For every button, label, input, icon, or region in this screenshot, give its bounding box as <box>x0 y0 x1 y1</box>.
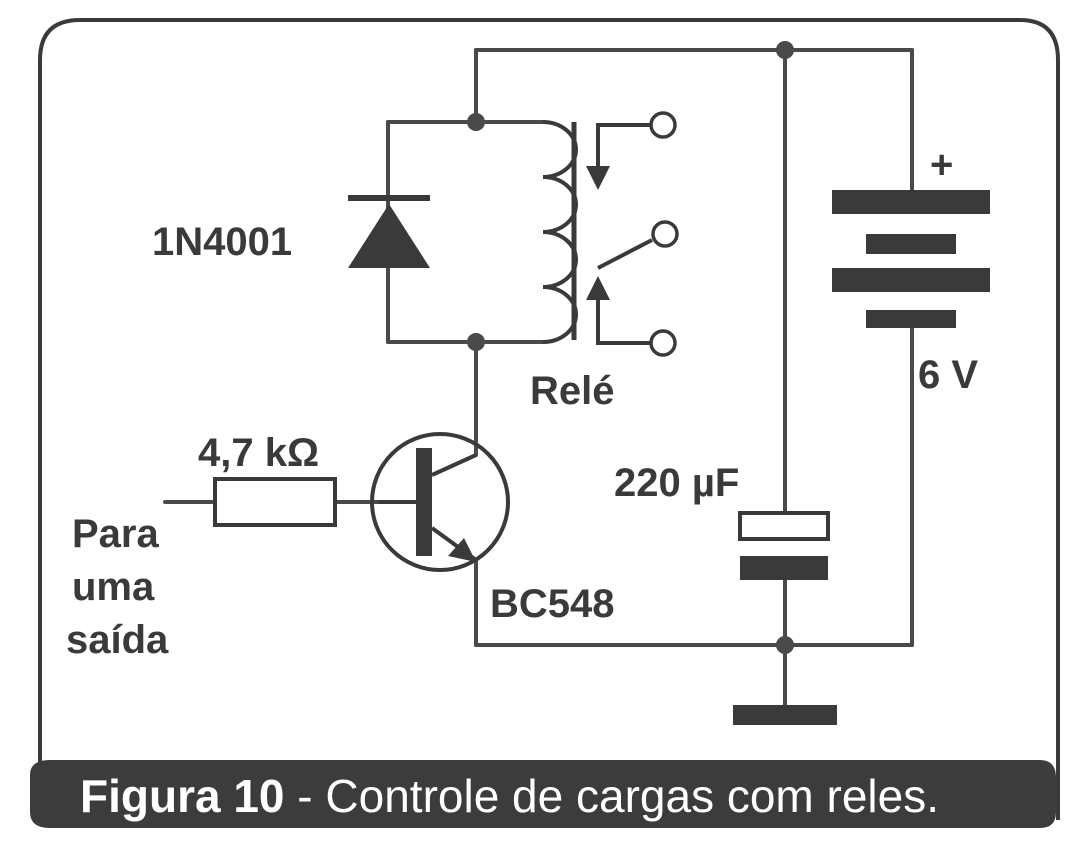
battery-plus-label: + <box>930 143 953 187</box>
battery-symbol <box>832 190 990 328</box>
resistor-label: 4,7 kΩ <box>198 431 319 475</box>
ground-symbol <box>733 705 837 725</box>
contact-terminal-no <box>649 329 677 357</box>
caption-bar: Figura 10 - Controle de cargas com reles… <box>30 760 1056 828</box>
capacitor-label: 220 µF <box>614 461 739 505</box>
resistor-symbol <box>213 477 337 527</box>
contact-arrow-down <box>586 166 610 190</box>
transistor-label: BC548 <box>490 582 615 626</box>
relay-coil <box>542 120 578 344</box>
contact-terminal-common <box>651 220 679 248</box>
caption-text: Figura 10 - Controle de cargas com reles… <box>80 770 939 822</box>
figure-frame <box>38 18 1060 820</box>
junction-dot <box>467 113 485 131</box>
caption-description: Controle de cargas com reles. <box>325 770 939 822</box>
transistor-symbol <box>370 432 510 572</box>
junction-dot <box>776 41 794 59</box>
relay-contacts <box>596 123 653 345</box>
battery-voltage-label: 6 V <box>918 353 978 397</box>
diode-label: 1N4001 <box>152 220 292 264</box>
junction-dot <box>776 636 794 654</box>
contact-arrow-up <box>586 276 610 300</box>
capacitor-symbol <box>738 511 830 580</box>
relay-label: Relé <box>530 369 615 413</box>
input-label-line3: saída <box>66 618 169 662</box>
input-label-line2: uma <box>72 565 155 609</box>
caption-figure-number: Figura 10 <box>80 770 285 822</box>
diode-symbol <box>348 195 430 268</box>
caption-separator: - <box>285 770 326 822</box>
contact-terminal-nc <box>649 111 677 139</box>
junction-dot <box>467 333 485 351</box>
input-label-line1: Para <box>72 512 159 556</box>
